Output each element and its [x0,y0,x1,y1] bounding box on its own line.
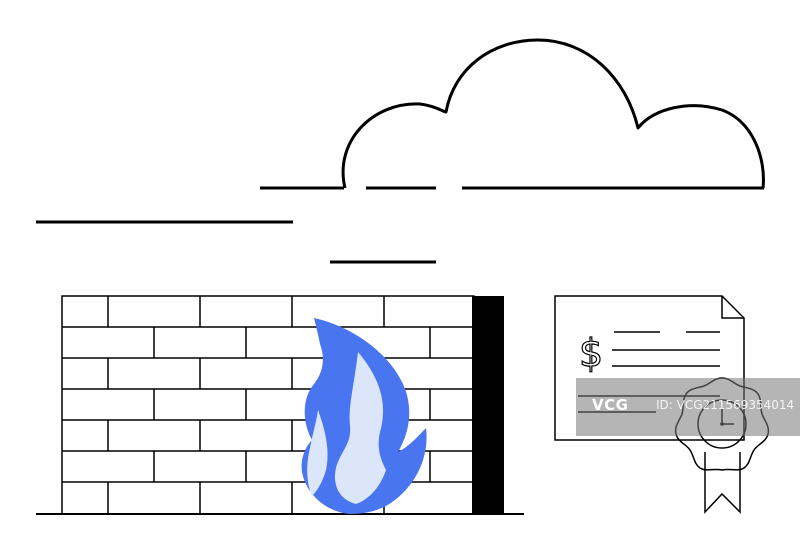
watermark-band [576,378,800,436]
cloud-icon [341,38,765,189]
watermark-id: ID: VCG211569354014 [656,398,795,412]
wall-pillar [472,296,504,514]
brick-wall-icon [61,295,504,515]
watermark-brand: VCG [592,396,629,414]
currency-symbol: $ [579,331,603,375]
flame-icon [301,318,427,514]
horizon-lines [36,186,764,264]
